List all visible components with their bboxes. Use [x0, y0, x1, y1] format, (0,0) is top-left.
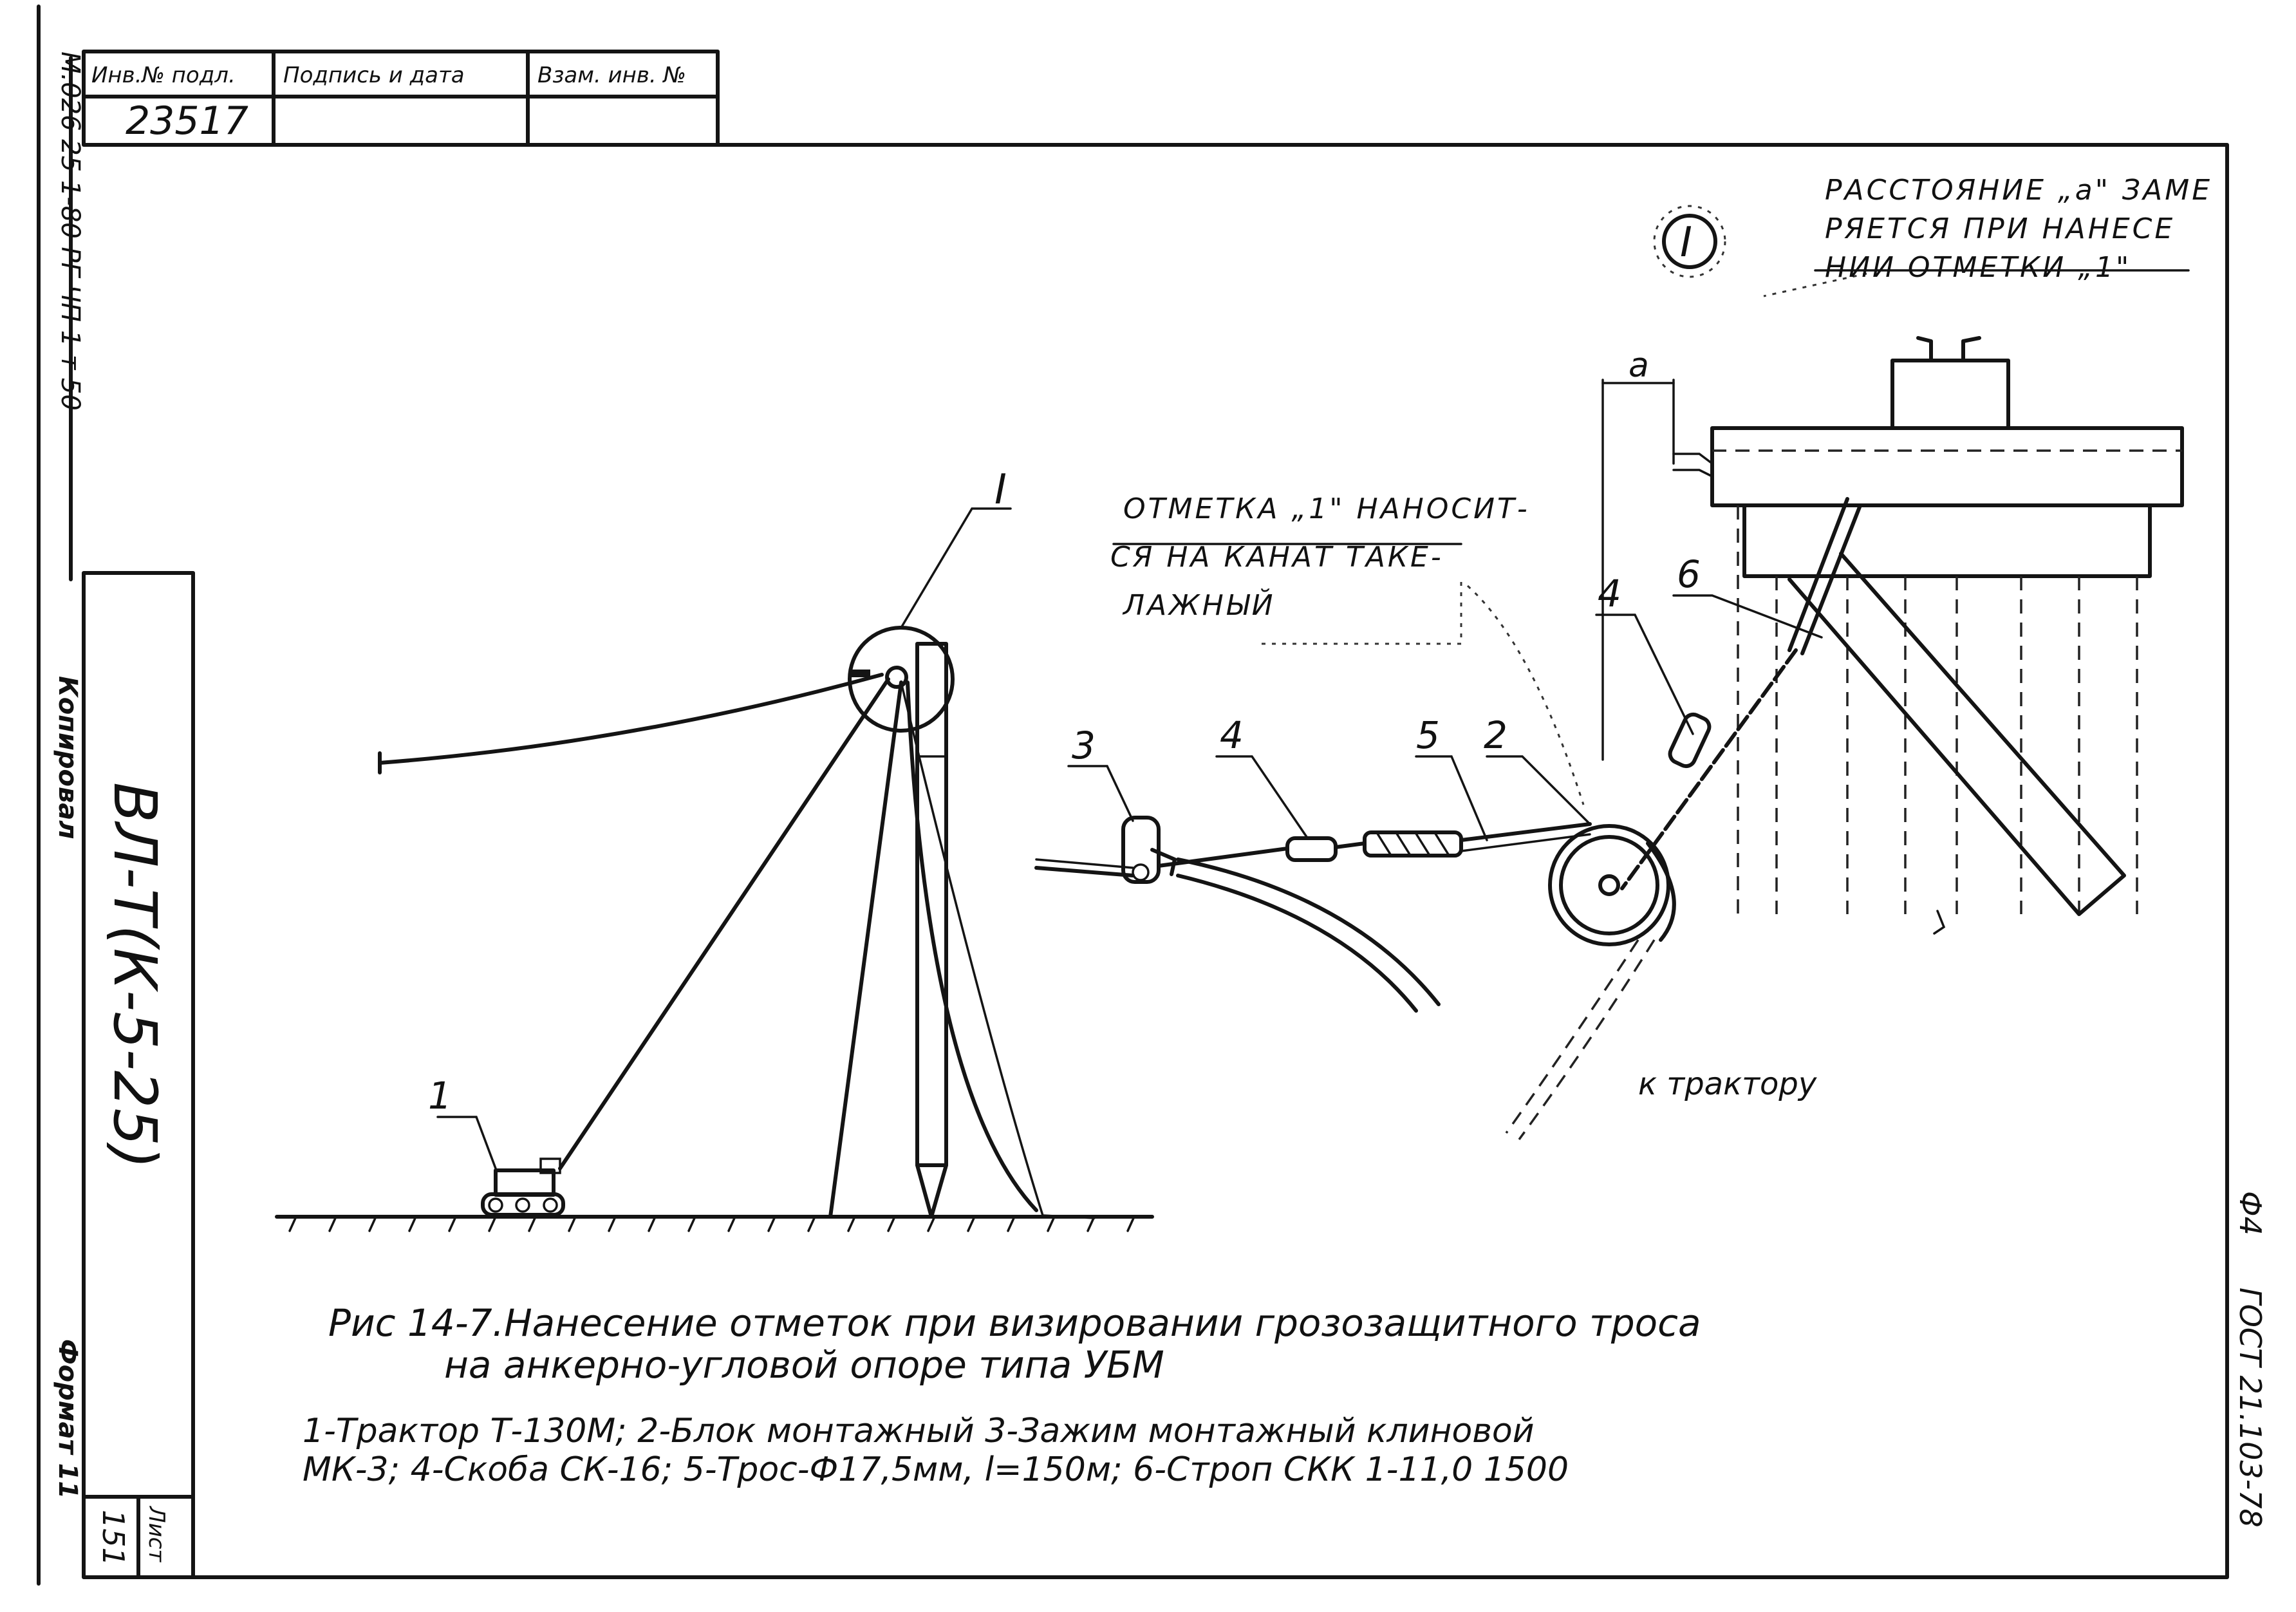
item-labels: 1 2 3 4 4 5 6: [428, 552, 1701, 1118]
item-label-6: 6: [1677, 552, 1701, 596]
note-mark-on-rope: ОТМЕТКА „1" НАНОСИТ- СЯ НА КАНАТ ТАКЕ- Л…: [1110, 492, 1530, 622]
sheet-number: 151: [96, 1510, 131, 1566]
stamp-col3-header: Взам. инв. №: [537, 62, 686, 88]
ground-hatch-stroke: [568, 1215, 577, 1232]
sheet-mark: Ф4: [2233, 1191, 2268, 1235]
item-label-1: 1: [428, 1074, 452, 1118]
ground-hatch-stroke: [1126, 1215, 1135, 1232]
ground-hatch-stroke: [488, 1215, 497, 1232]
caption-line-1: Рис 14-7.Нанесение отметок при визирован…: [328, 1301, 1701, 1345]
sheet-label: Лист: [144, 1505, 169, 1562]
ground-hatch-stroke: [648, 1215, 657, 1232]
copy-label: Копировал: [53, 676, 82, 839]
ground-hatch-stroke: [807, 1215, 816, 1232]
frame: [37, 5, 2229, 1586]
note-top-line-2: РЯЕТСЯ ПРИ НАНЕСЕ: [1825, 212, 2175, 245]
shackle-4: [1285, 836, 1338, 862]
standard-ref: ГОСТ 21.103-78: [2233, 1288, 2268, 1528]
ground-hatch-stroke: [967, 1215, 976, 1232]
item-label-3: 3: [1072, 724, 1096, 767]
tractor: [481, 1157, 565, 1217]
ground-hatch-stroke: [448, 1215, 457, 1232]
ground-hatch-stroke: [608, 1215, 617, 1232]
note-mid-line-2: СЯ НА КАНАТ ТАКЕ-: [1110, 541, 1444, 574]
item-label-2: 2: [1484, 713, 1507, 757]
approval-stamp: Инв.№ подл. Подпись и дата Взам. инв. № …: [82, 50, 720, 147]
ground-hatch-stroke: [368, 1215, 377, 1232]
pulling-assembly: [1034, 816, 1676, 1141]
item-label-4-lower: 4: [1220, 713, 1244, 757]
project-code: ВЛ-Т(К-5-25): [100, 782, 169, 1169]
ground-hatch-stroke: [767, 1215, 776, 1232]
caption-line-2: на анкерно-угловой опоре типа УБМ: [444, 1343, 1164, 1387]
ground-hatch-stroke: [1007, 1215, 1016, 1232]
ground-line: [275, 1215, 1154, 1232]
ground-hatch-stroke: [288, 1215, 297, 1232]
ground-hatch-stroke: [528, 1215, 537, 1232]
ground-hatch-stroke: [1047, 1215, 1056, 1232]
stamp-col1-header: Инв.№ подл.: [91, 62, 236, 88]
stamp-col2-header: Подпись и дата: [283, 62, 465, 88]
dimension-a: а: [1629, 346, 1649, 385]
note-top-line-3: НИИ ОТМЕТКИ „1": [1825, 251, 2131, 284]
note-distance-a: РАССТОЯНИЕ „а" ЗАМЕ РЯЕТСЯ ПРИ НАНЕСЕ НИ…: [1825, 174, 2212, 284]
ground-hatch-stroke: [887, 1215, 896, 1232]
left-top-text: М.026 25 1-80 РГ ЧП 1 т 50: [55, 52, 85, 411]
detail-mark-I-label: I: [994, 466, 1007, 514]
item-label-5: 5: [1416, 713, 1440, 757]
ground-hatch-stroke: [687, 1215, 696, 1232]
legend: 1-Трактор Т-130М; 2-Блок монтажный 3-Заж…: [303, 1412, 1569, 1489]
detail-mark-circle: [1653, 205, 1726, 278]
mounting-block-2: [1548, 824, 1670, 946]
note-mid-line-1: ОТМЕТКА „1" НАНОСИТ-: [1123, 492, 1530, 525]
rope-section-5: [1363, 830, 1463, 858]
support-structure: [1601, 336, 2184, 935]
ground-hatch-stroke: [328, 1215, 337, 1232]
ground-hatch-stroke: [847, 1215, 856, 1232]
wedge-clamp-3: [1121, 816, 1161, 884]
legend-line-1: 1-Трактор Т-130М; 2-Блок монтажный 3-Заж…: [303, 1412, 1535, 1450]
leaders: [436, 269, 2190, 1170]
item-label-4-upper: 4: [1598, 572, 1621, 615]
ground-hatch-stroke: [727, 1215, 736, 1232]
ground-hatch-stroke: [927, 1215, 936, 1232]
right-margin: Ф4 ГОСТ 21.103-78: [2233, 1191, 2268, 1528]
note-mid-line-3: ЛАЖНЫЙ: [1122, 588, 1276, 622]
note-top-line-1: РАССТОЯНИЕ „а" ЗАМЕ: [1825, 174, 2212, 207]
left-margin: М.026 25 1-80 РГ ЧП 1 т 50 Копировал Фор…: [53, 52, 85, 1499]
legend-line-2: МК-3; 4-Скоба СК-16; 5-Трос-Ф17,5мм, l=1…: [303, 1450, 1569, 1489]
format-label: Формат 11: [53, 1339, 82, 1499]
ground-hatch-stroke: [408, 1215, 417, 1232]
side-block: ВЛ-Т(К-5-25) Лист 151: [82, 571, 195, 1579]
figure-caption: Рис 14-7.Нанесение отметок при визирован…: [328, 1301, 1701, 1387]
to-tractor-label: к трактору: [1638, 1066, 1817, 1102]
detail-mark-text: I: [1680, 219, 1692, 267]
inventory-number: 23517: [126, 98, 248, 144]
shackle-4-upper: [1668, 712, 1712, 769]
ropes-left: [378, 673, 1096, 1219]
